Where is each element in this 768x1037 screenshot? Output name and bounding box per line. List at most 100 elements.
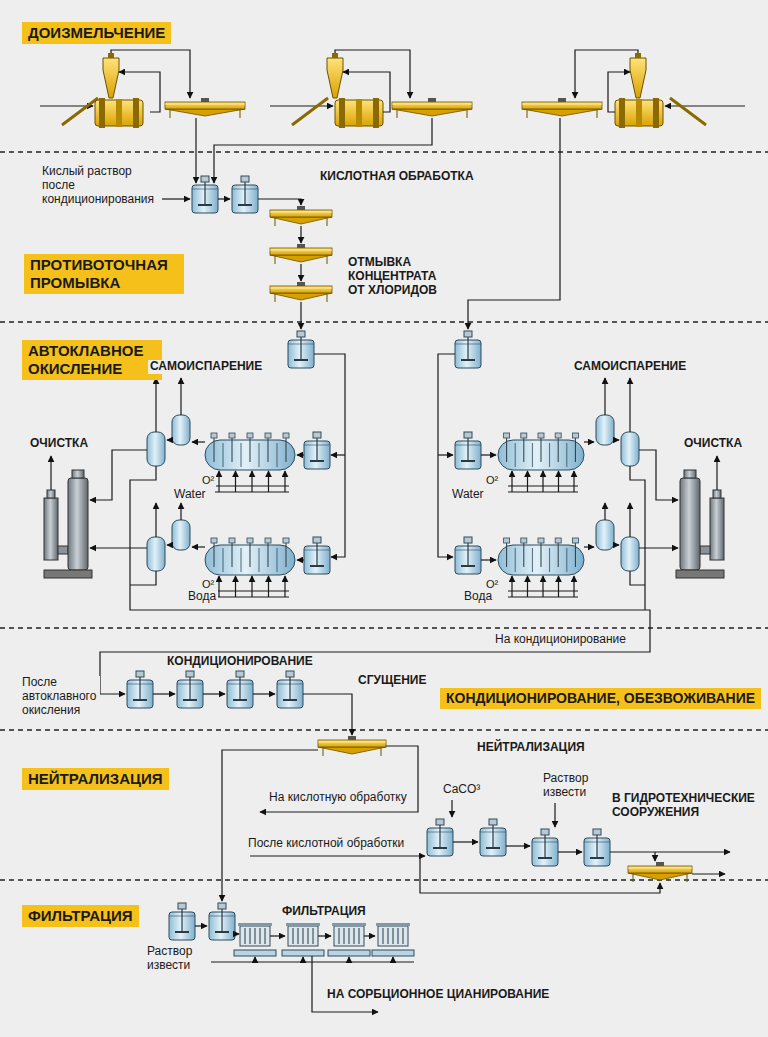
equipment-part: [286, 438, 287, 462]
equipment-part: [312, 928, 314, 944]
flow-line: [554, 803, 555, 827]
equipment-part: [318, 742, 386, 743]
equipment-part: [558, 98, 566, 102]
equipment-part: [229, 433, 235, 438]
flow-line: [558, 576, 559, 597]
equipment-part: [523, 438, 524, 462]
equipment-part: [268, 543, 269, 567]
stream-label: Вода: [462, 590, 494, 604]
flow-line: [343, 72, 390, 112]
flow-line: [254, 957, 255, 962]
equipment-part: [433, 847, 447, 849]
stream-label: Water: [172, 488, 208, 502]
equipment-part: [232, 438, 233, 462]
flow-line: [438, 354, 455, 557]
flow-line: [155, 503, 156, 537]
flow-line: [180, 503, 181, 520]
equipment-part: [506, 543, 507, 567]
stage-label: ФИЛЬТРАЦИЯ: [280, 905, 368, 919]
section-label: НЕЙТРАЛИЗАЦИЯ: [22, 768, 169, 790]
flow-line: [665, 105, 745, 106]
equipment-part: [436, 819, 444, 825]
equipment-part: [619, 98, 625, 128]
equipment-part: [259, 443, 260, 467]
flow-line: [192, 546, 205, 547]
flow-line: [527, 576, 528, 597]
equipment-part: [590, 857, 604, 859]
equipment-part: [515, 443, 516, 467]
equipment-part: [214, 438, 215, 462]
equipment-part: [572, 433, 578, 438]
flow-line: [573, 471, 574, 492]
equipment-part: [254, 928, 256, 944]
stream-label: Раствор извести: [145, 945, 211, 973]
equipment-part: [289, 676, 290, 700]
equipment-part: [244, 928, 246, 944]
equipment-part: [356, 99, 362, 127]
stream-label: O²: [200, 474, 216, 487]
equipment-part: [343, 928, 345, 944]
equipment-part: [348, 928, 350, 944]
equipment-part: [133, 699, 147, 701]
equipment-part: [133, 98, 139, 128]
equipment-part: [292, 928, 294, 944]
equipment-part: [467, 336, 468, 360]
equipment-part: [555, 433, 561, 438]
flow-line: [270, 105, 333, 106]
equipment-part: [527, 109, 528, 118]
flow-line: [302, 957, 303, 962]
equipment-part: [541, 543, 542, 567]
stream-label: После кислотной обработки: [246, 837, 406, 851]
equipment-part: [201, 98, 209, 102]
flow-line: [284, 576, 285, 597]
flow-line: [300, 264, 301, 281]
section-label: ДОИЗМЕЛЬЧЕНИЕ: [22, 22, 171, 44]
equipment-part: [147, 432, 165, 466]
flow-line: [300, 302, 301, 329]
equipment-part: [428, 98, 436, 102]
equipment-part: [489, 819, 497, 825]
equipment-part: [566, 443, 567, 467]
equipment-part: [108, 53, 114, 58]
equipment-part: [538, 433, 544, 438]
equipment-part: [165, 102, 245, 109]
equipment-part: [183, 699, 197, 701]
equipment-part: [538, 857, 552, 859]
flow-line: [584, 441, 594, 442]
equipment-part: [353, 928, 355, 944]
stream-label: После автоклавного окисления: [20, 676, 100, 717]
equipment-part: [282, 950, 324, 956]
flow-line: [300, 226, 301, 243]
equipment-part: [172, 415, 190, 445]
stream-label: Кислый раствор после кондиционирования: [40, 165, 162, 206]
equipment-part: [461, 565, 475, 567]
equipment-part: [523, 543, 524, 567]
equipment-part: [541, 438, 542, 462]
equipment-part: [165, 109, 245, 116]
equipment-part: [392, 109, 472, 116]
equipment-part: [270, 255, 332, 262]
equipment-part: [710, 498, 724, 560]
equipment-part: [628, 866, 692, 873]
flow-line: [527, 471, 528, 492]
flow-line: [654, 852, 655, 861]
equipment-part: [234, 950, 276, 956]
equipment-part: [116, 99, 122, 127]
equipment-part: [596, 520, 614, 550]
equipment-part: [461, 460, 475, 462]
equipment-part: [270, 286, 332, 293]
stage-label: В ГИДРОТЕХНИЧЕСКИЕ СООРУЖЕНИЯ: [610, 792, 764, 820]
equipment-part: [532, 443, 533, 467]
equipment-part: [506, 438, 507, 462]
equipment-part: [549, 548, 550, 572]
equipment-part: [515, 548, 516, 572]
equipment-part: [392, 928, 394, 944]
equipment-part: [348, 736, 356, 740]
stage-label: НЕЙТРАЛИЗАЦИЯ: [475, 741, 587, 755]
equipment-part: [328, 950, 370, 956]
equipment-part: [241, 443, 242, 467]
equipment-part: [264, 928, 266, 944]
section-title: ФИЛЬТРАЦИЯ: [28, 907, 133, 925]
equipment-part: [504, 538, 510, 543]
flow-line: [438, 454, 453, 455]
